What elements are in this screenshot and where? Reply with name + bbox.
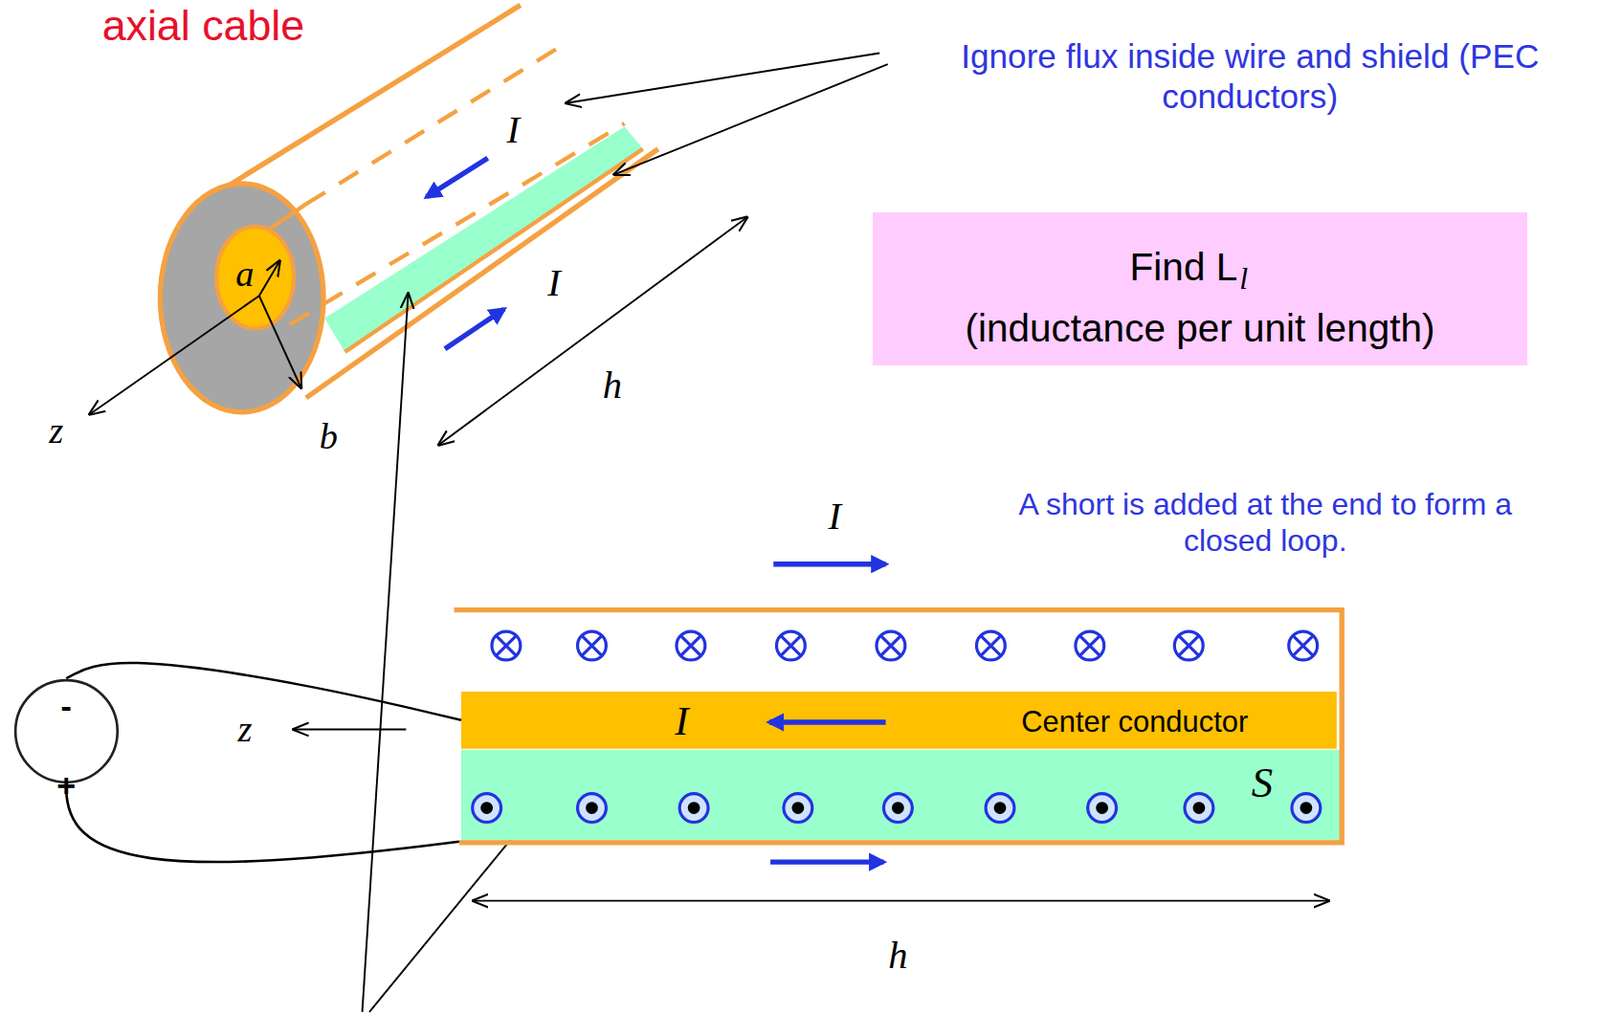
center-conductor: I Center conductor [461,691,1337,750]
field-out-of-page [985,794,1015,823]
field-into-page [581,635,602,656]
field-into-page [980,635,1001,656]
field-into-page [1075,631,1105,661]
field-out-of-page [1095,801,1109,815]
inner-conductor [216,226,294,330]
current-label: I [828,492,843,540]
dimension-label: h [602,362,623,410]
field-out-of-page [994,801,1007,815]
radius-label: b [319,414,338,459]
radius-label: a [235,251,254,296]
field-out-of-page [1291,794,1321,823]
dielectric-face [159,183,324,413]
current-label: I [547,260,561,308]
field-into-page [776,631,805,661]
radius-arrow [259,261,280,296]
field-into-page [1178,635,1200,656]
field-into-page [676,631,706,661]
wire [66,784,460,863]
field-into-page [1292,635,1313,656]
current-arrow [770,859,884,865]
field-out-of-page [480,801,493,815]
current-arrow [444,309,505,350]
current-arrow [769,719,887,725]
field-out-of-page [679,794,709,823]
leader-line [362,293,409,1013]
field-into-page [495,635,516,656]
field-into-page [491,631,1318,661]
field-out-of-page [1088,794,1117,823]
field-into-page [1079,635,1100,656]
field-into-page [876,631,906,661]
flux-surface [324,126,644,353]
axis-label: z [237,707,252,752]
axis-arrow [293,728,406,731]
leader-lines [362,52,889,1012]
current-arrow [773,561,886,567]
field-out-of-page [472,794,1321,823]
shield-outline [454,610,1343,844]
field-into-page [1288,631,1318,661]
dimension-line [439,217,748,445]
field-out-of-page [1300,801,1313,815]
field-into-page [780,635,801,656]
field-out-of-page [577,794,607,823]
conductor-edge [289,123,625,325]
current-label: I [674,696,689,746]
wire [66,663,462,721]
note: A short is added at the end to form a cl… [1010,486,1521,560]
field-out-of-page [1184,794,1214,823]
title-fragment: axial cable [102,0,306,52]
field-into-page [976,631,1005,661]
field-out-of-page [688,801,701,815]
flux-surface: S [461,750,1341,842]
conductor-edge [266,203,307,231]
box-text: Find L [1130,244,1239,291]
dimension-line [473,900,1330,903]
center-conductor-fill [461,691,1337,750]
axis-label: z [48,408,64,453]
field-out-of-page [1193,801,1206,815]
current-arrow [426,157,489,198]
field-out-of-page [791,801,804,815]
leader-line [566,52,880,103]
field-into-page [1174,631,1203,661]
field-into-page [880,635,901,656]
field-out-of-page [883,794,912,823]
conductor-label: Center conductor [1021,704,1248,740]
field-into-page [680,635,701,656]
field-out-of-page [783,794,813,823]
radius-arrow [259,295,302,388]
surface-label: S [1251,757,1273,810]
polarity-sign: + [56,766,76,806]
leader-line [614,64,889,175]
note: Ignore flux inside wire and shield (PEC … [897,36,1600,117]
loop-section [66,564,1342,902]
field-out-of-page [585,801,599,815]
voltage-source: -+ [13,678,120,785]
shield-edge [344,149,643,353]
box-text: (inductance per unit length) [964,305,1435,353]
target-box: Find Ll (inductance per unit length) [872,212,1529,366]
field-out-of-page [472,794,502,823]
shield-edge [306,149,659,399]
dimension-label: h [888,933,908,980]
current-label: I [507,107,521,155]
polarity-sign: - [61,686,72,726]
axis-arrow [89,295,260,415]
field-out-of-page [891,801,905,815]
flux-surface-fill [461,750,1341,842]
field-into-page [491,631,521,661]
field-into-page [577,631,607,661]
subscript: l [1239,261,1248,298]
coax-cable [89,4,748,445]
